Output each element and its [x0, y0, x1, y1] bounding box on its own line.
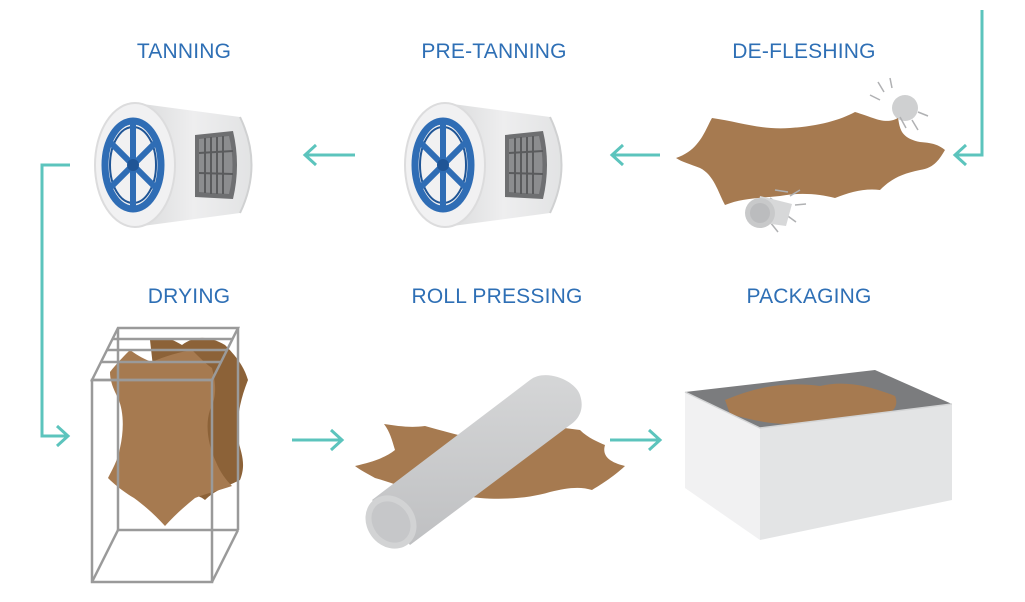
step-label-drying: DRYING [147, 285, 231, 308]
arrow-tanning-to-drying-icon [40, 163, 71, 448]
arrow-pre-tanning-to-tanning-icon [302, 143, 355, 167]
roll-pressing-icon [355, 375, 625, 549]
flow-arrows [40, 10, 984, 452]
arrow-into-de-fleshing-icon [952, 10, 984, 167]
step-label-roll-pressing: ROLL PRESSING [411, 285, 583, 308]
step-label-de-fleshing: DE-FLESHING [732, 40, 876, 63]
de-fleshing-hide-icon [676, 77, 945, 233]
pre-tanning-drum-icon [405, 103, 562, 227]
arrow-drying-to-roll-pressing-icon [292, 428, 345, 452]
arrow-roll-pressing-to-packaging-icon [610, 428, 663, 452]
drying-rack-icon [89, 326, 248, 584]
tanning-drum-icon [95, 103, 252, 227]
step-label-tanning: TANNING [136, 40, 232, 63]
step-label-packaging: PACKAGING [746, 285, 872, 308]
step-label-pre-tanning: PRE-TANNING [421, 40, 567, 63]
packaging-box-icon [684, 370, 953, 540]
arrow-de-fleshing-to-pre-tanning-icon [609, 143, 660, 167]
